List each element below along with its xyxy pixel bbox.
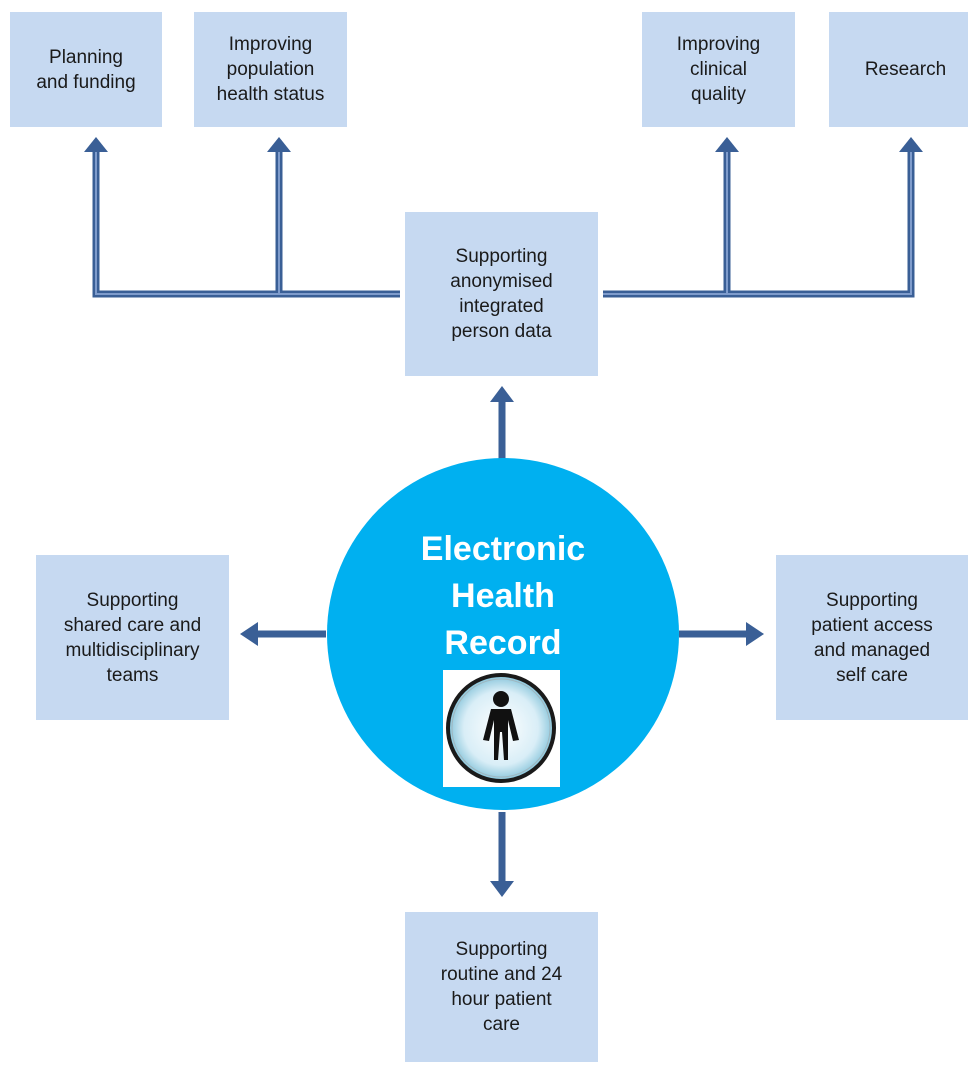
hub-title: Electronic Health Record [420,530,586,662]
population-health-box: Improving population health status [194,12,347,127]
research-label: Research [864,59,947,80]
connector-left-bus [92,148,400,298]
anonymised-data-box: Supporting anonymised integrated person … [405,212,598,376]
arrow-up-planning [84,137,108,152]
routine-care-label: Supporting routine and 24 hour patient c… [440,939,563,1035]
clinical-quality-label: Improving clinical quality [676,34,761,105]
person-icon [443,670,560,787]
arrow-up-research [899,137,923,152]
shared-care-box: Supporting shared care and multidiscipli… [36,555,229,720]
patient-access-box: Supporting patient access and managed se… [776,555,968,720]
electronic-health-record-hub: Electronic Health Record [327,458,679,810]
patient-access-label: Supporting patient access and managed se… [811,589,933,686]
arrow-up-clinical [715,137,739,152]
routine-care-box: Supporting routine and 24 hour patient c… [405,912,598,1062]
research-box: Research [829,12,968,127]
anonymised-data-label: Supporting anonymised integrated person … [450,246,553,342]
arrow-up-population [267,137,291,152]
clinical-quality-box: Improving clinical quality [642,12,795,127]
population-health-label: Improving population health status [216,34,325,105]
shared-care-label: Supporting shared care and multidiscipli… [63,589,202,686]
planning-funding-label: Planning and funding [36,46,136,93]
connector-right-bus [603,148,915,298]
planning-funding-box: Planning and funding [10,12,162,127]
